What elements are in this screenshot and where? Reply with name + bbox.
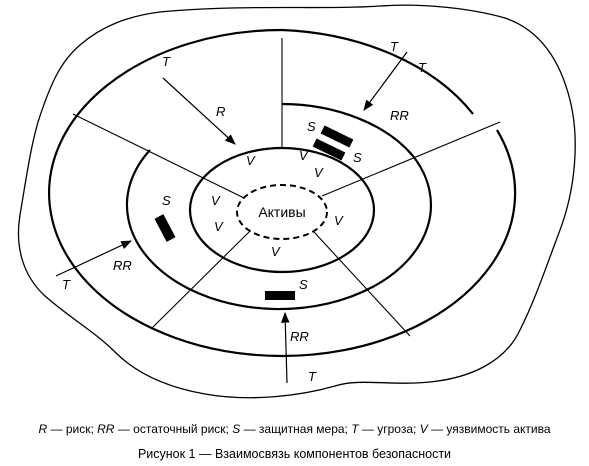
label-t-top-right-2: T (418, 60, 427, 75)
safeguard-ring-arc-lower (125, 149, 433, 311)
radial-line-lower-right (313, 231, 411, 337)
label-s-top-right-1: S (307, 119, 316, 134)
label-s-top-right-2: S (353, 150, 362, 165)
label-v-6: V (334, 213, 344, 228)
label-r: R (216, 104, 225, 119)
legend-r-symbol: R (38, 422, 48, 436)
label-v-2: V (299, 148, 309, 163)
figure-caption: Рисунок 1 — Взаимосвязь компонентов безо… (137, 447, 452, 461)
label-s-left: S (162, 193, 171, 208)
legend-rr-symbol: RR (97, 422, 115, 436)
safeguard-block-left (154, 214, 176, 242)
safeguard-ring-arc-upper-left (281, 102, 414, 157)
legend-s-text: — защитная мера; (240, 422, 352, 436)
security-components-diagram: Активы T R T T RR S S V V V V V V V S RR… (17, 4, 576, 399)
legend-t-text: — угроза; (358, 422, 420, 436)
threat-arrow-top-right (363, 51, 408, 111)
legend-v-symbol: V (419, 422, 428, 436)
label-s-bottom: S (299, 277, 308, 292)
threat-arrow-bottom (280, 311, 290, 384)
assets-label: Активы (258, 204, 305, 220)
threat-arrow-left (55, 240, 132, 277)
label-t-top-left: T (162, 54, 171, 69)
label-v-5: V (214, 219, 224, 234)
legend-s-symbol: S (232, 422, 241, 436)
radial-line-upper-left (72, 113, 245, 199)
legend: R — риск; RR — остаточный риск; S — защи… (0, 422, 589, 436)
label-v-1: V (246, 153, 256, 168)
label-rr-top-right: RR (390, 108, 409, 123)
legend-rr-text: — остаточный риск; (114, 422, 233, 436)
risk-ellipse-arc-left (48, 28, 517, 358)
label-rr-left: RR (113, 258, 132, 273)
legend-v-text: — уязвимость актива (427, 422, 551, 436)
label-v-7: V (271, 244, 281, 259)
threat-arrow-top-left (162, 77, 236, 145)
environment-outline (17, 4, 576, 399)
safeguard-block-bottom (265, 291, 295, 300)
assets-ellipse (236, 184, 328, 240)
legend-r-text: — риск; (47, 422, 98, 436)
legend-t-symbol: T (351, 422, 359, 436)
risk-ellipse-arc-top (281, 28, 474, 115)
label-v-4: V (211, 193, 221, 208)
label-t-bottom: T (308, 369, 317, 384)
safeguard-block-top-2 (312, 138, 346, 161)
label-t-top-right-1: T (390, 39, 399, 54)
radial-line-lower-left (151, 230, 251, 329)
safeguard-block-top-1 (320, 125, 354, 148)
label-rr-bottom: RR (290, 329, 309, 344)
radial-line-upper-right (321, 121, 501, 197)
label-v-3: V (314, 165, 324, 180)
label-t-left: T (62, 277, 71, 292)
